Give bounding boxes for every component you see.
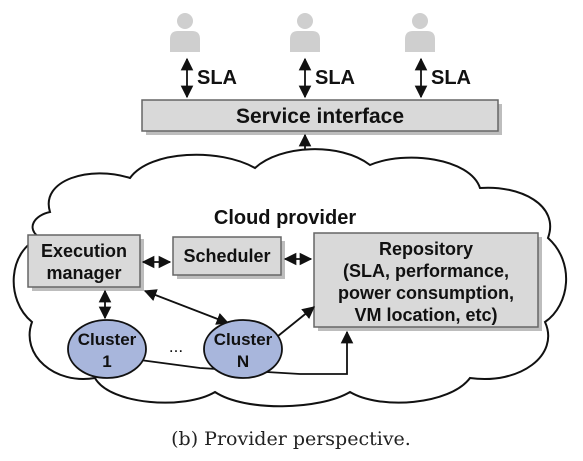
person-icon [170, 13, 200, 52]
person-icon [405, 13, 435, 52]
figure-caption: (b) Provider perspective. [171, 428, 411, 450]
scheduler-label: Scheduler [183, 246, 270, 266]
user-2 [290, 13, 320, 52]
repository-line4: VM location, etc) [354, 305, 497, 325]
scheduler-box: Scheduler [172, 236, 285, 279]
user-3 [405, 13, 435, 52]
repository-line2: (SLA, performance, [343, 261, 509, 281]
cluster-1-line1: Cluster [78, 330, 137, 349]
cluster1-repository-arrow [139, 330, 354, 375]
execution-manager-line2: manager [46, 263, 121, 283]
cluster-n-line1: Cluster [214, 330, 273, 349]
cluster-n-line2: N [237, 352, 249, 371]
person-icon [290, 13, 320, 52]
sla-label-2: SLA [315, 67, 355, 89]
exec-clusterN-arrow [143, 289, 230, 325]
clusterN-repository-arrow [277, 306, 315, 337]
repository-line1: Repository [379, 239, 473, 259]
cluster-1: Cluster 1 [67, 319, 147, 379]
sla-label-3: SLA [431, 67, 471, 89]
cluster-1-line2: 1 [102, 352, 111, 371]
cloud-shape [12, 148, 568, 408]
service-interface-box: Service interface [141, 99, 502, 135]
cluster-ellipsis: ... [169, 337, 183, 356]
repository-box: Repository (SLA, performance, power cons… [313, 232, 542, 331]
cluster-n: Cluster N [203, 319, 283, 379]
execution-manager-line1: Execution [41, 241, 127, 261]
repository-line3: power consumption, [338, 283, 514, 303]
sla-label-1: SLA [197, 67, 237, 89]
user-1 [170, 13, 200, 52]
execution-manager-box: Execution manager [27, 234, 144, 291]
service-interface-label: Service interface [236, 105, 404, 128]
cloud-title: Cloud provider [214, 207, 356, 229]
